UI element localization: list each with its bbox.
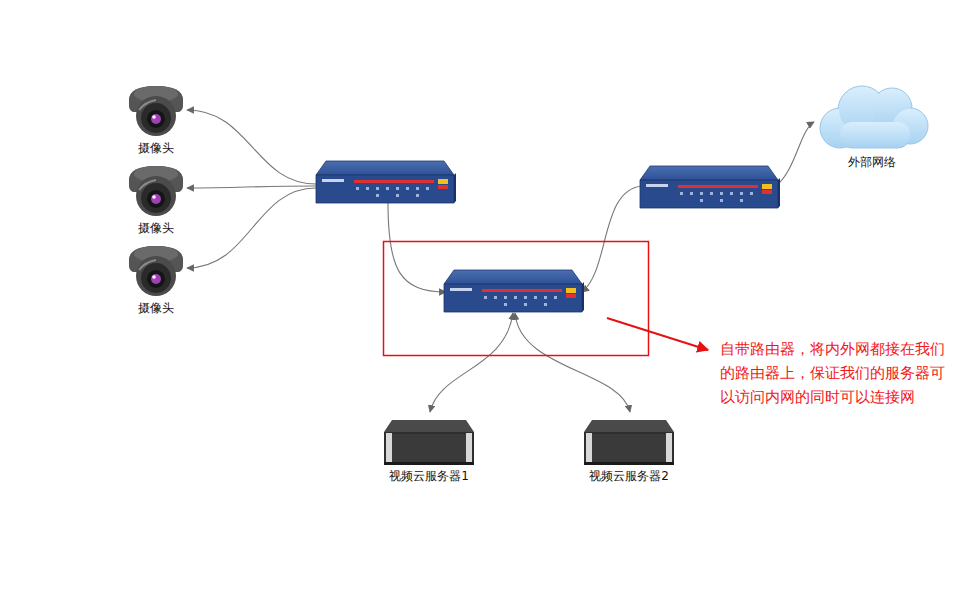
device-node: 外部网络 (806, 82, 938, 170)
device-node: 视频云服务器1 (362, 418, 496, 484)
device-label: 视频云服务器2 (562, 468, 696, 484)
camera-icon (125, 80, 187, 140)
device-node: 摄像头 (118, 240, 194, 316)
device-node: 视频云服务器2 (562, 418, 696, 484)
device-node: 摄像头 (118, 80, 194, 156)
device-label: 外部网络 (806, 154, 938, 170)
device-label: 摄像头 (118, 220, 194, 236)
device-label: 视频云服务器1 (362, 468, 496, 484)
annotation-note: 自带路由器，将内外网都接在我们的路由器上，保证我们的服务器可以访问内网的同时可以… (720, 337, 952, 409)
device-node: 摄像头 (118, 160, 194, 236)
server-icon (582, 418, 676, 468)
camera-icon (125, 240, 187, 300)
server-icon (382, 418, 476, 468)
device-label: 摄像头 (118, 140, 194, 156)
cloud-icon (812, 82, 932, 154)
camera-icon (125, 160, 187, 220)
device-label: 摄像头 (118, 300, 194, 316)
